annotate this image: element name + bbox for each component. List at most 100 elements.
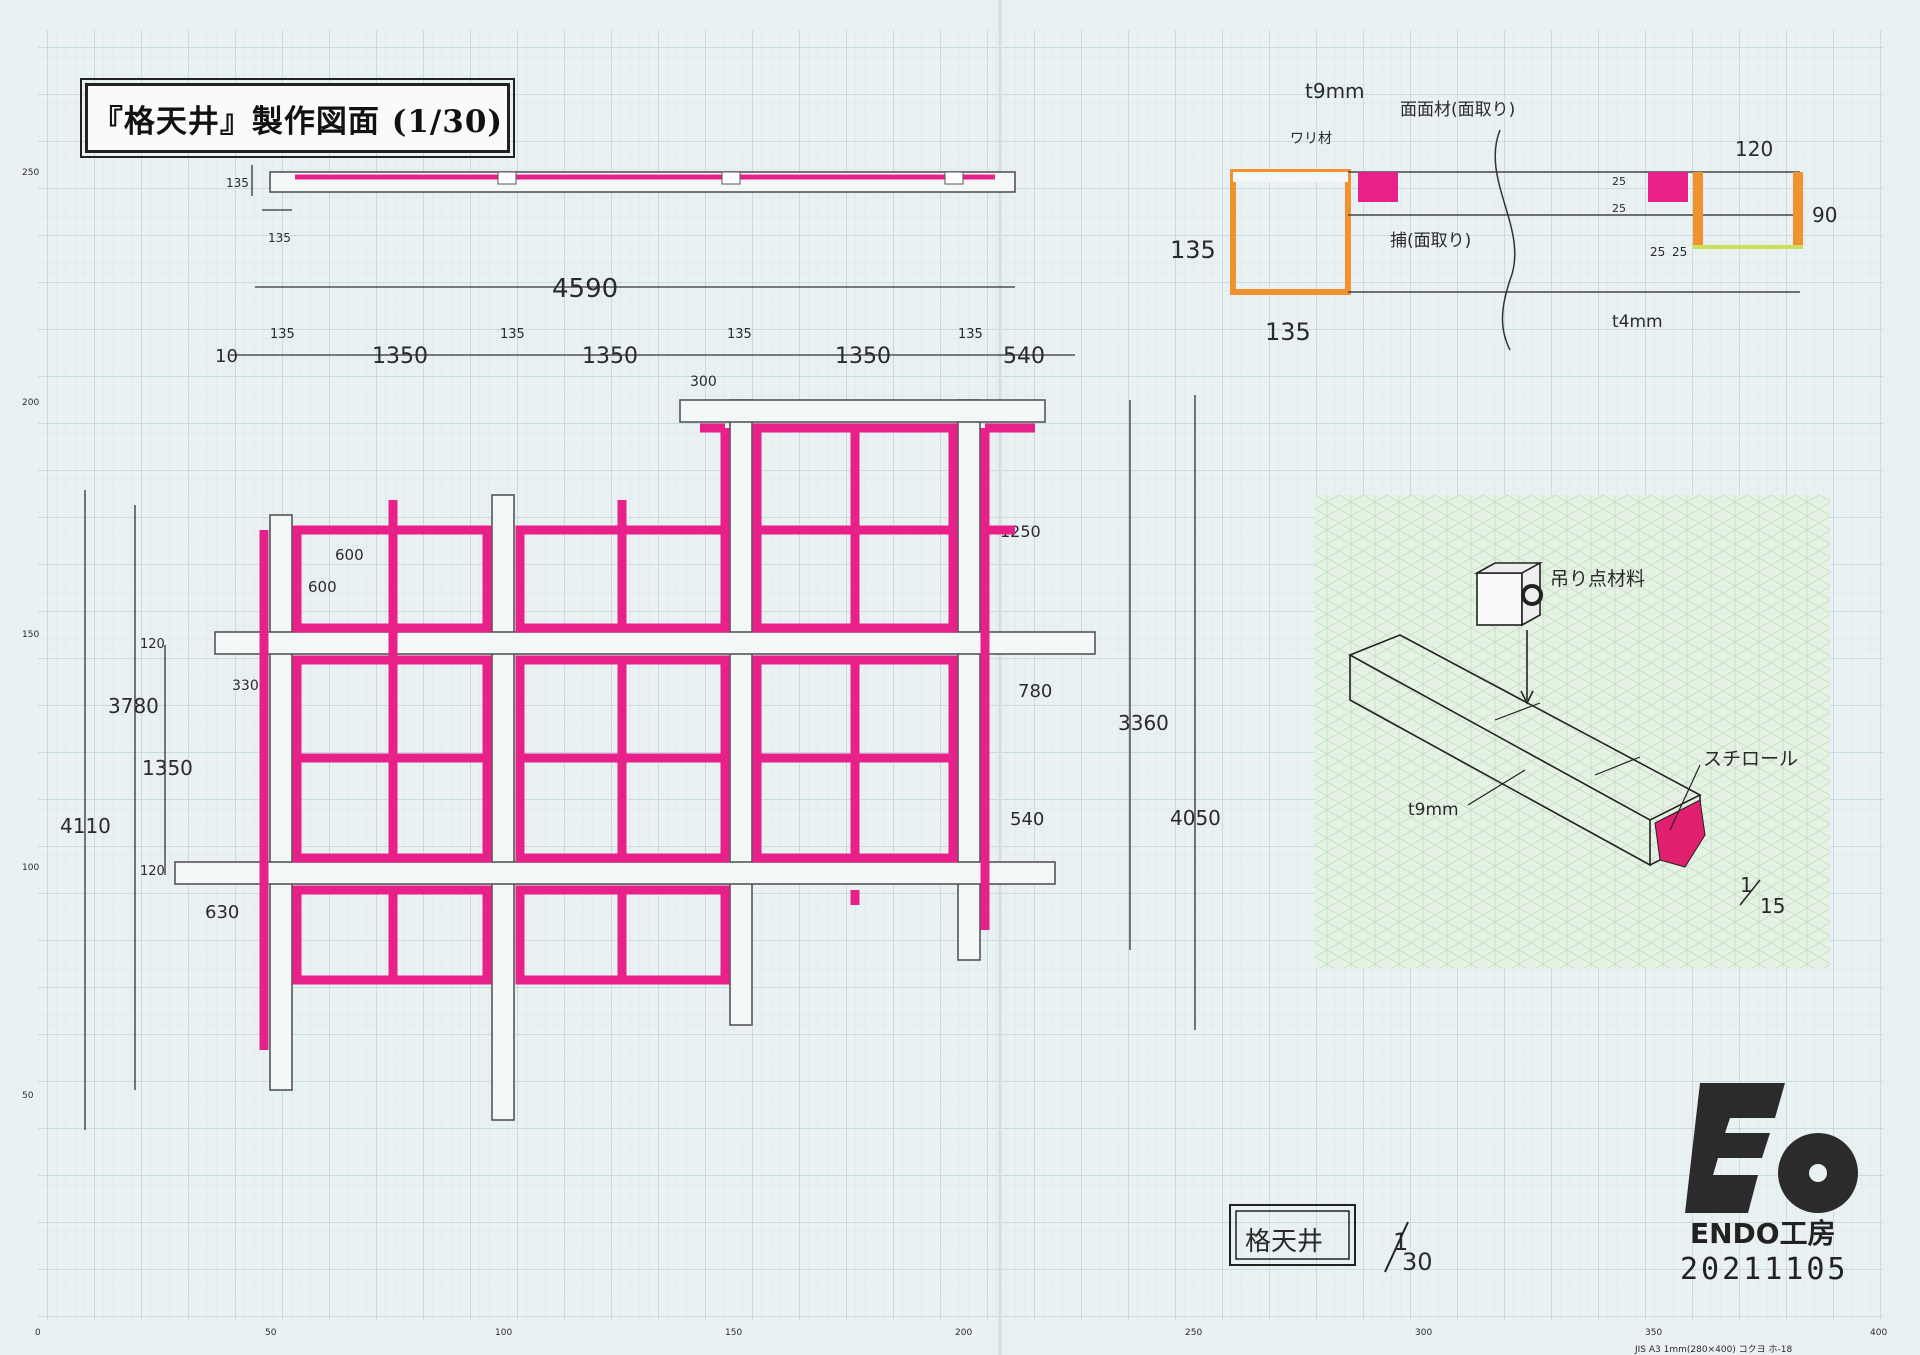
beam-vertical [729, 399, 753, 1026]
trough-side [1349, 655, 1651, 867]
dim-bay-width: 1350 [372, 344, 428, 369]
styrofoam-leader [1669, 764, 1701, 831]
hanger-arrow-head [1520, 690, 1534, 705]
stamp-scale-den: 30 [1402, 1248, 1433, 1276]
drawing-title: 『格天井』製作図面 (1/30) [91, 103, 504, 140]
logo-letter-e [1685, 1083, 1785, 1213]
ruler-label: 400 [1870, 1328, 1887, 1338]
dim-section-height-right: 90 [1812, 203, 1837, 227]
elevation-joint [497, 171, 517, 185]
dim-offset: 300 [690, 374, 717, 390]
section-chamfer-piece [1358, 172, 1398, 202]
dim-overhang: 540 [1003, 344, 1045, 369]
dim-left-offset: 330 [232, 678, 259, 694]
dim-right-height-2: 4050 [1170, 806, 1221, 830]
ruler-label: 0 [35, 1328, 41, 1338]
iso-scale-den: 15 [1760, 894, 1785, 918]
beam-vertical [269, 514, 293, 1091]
isometric-panel: 吊り点材料 スチロール t9mm 1 15 [1315, 495, 1830, 968]
hanger-ring [1521, 584, 1543, 606]
label-men: 面面材(面取り) [1400, 100, 1515, 120]
top-elevation: 135 135 [226, 165, 1016, 245]
hanger-block-side [1473, 561, 1544, 627]
ruler-label: 300 [1415, 1328, 1432, 1338]
brand-name: ENDO工房 [1690, 1217, 1836, 1250]
stamp-scale-slash [1384, 1221, 1409, 1273]
iso-scale-slash [1739, 879, 1761, 906]
trough-divider [1594, 756, 1641, 776]
dim-bay-height: 1350 [142, 756, 193, 780]
paper-ruler: 250 200 150 100 50 [22, 168, 39, 1101]
dim-overall-height-2: 4110 [60, 814, 111, 838]
ruler-label: 200 [22, 398, 39, 408]
thickness-leader [1467, 769, 1526, 806]
label-kakushi: 捕(面取り) [1390, 231, 1471, 251]
ruler-label: 150 [725, 1328, 742, 1338]
section-detail: t9mm ワリ材 面面材(面取り) 捕(面取り) 135 135 25 25 2… [1170, 79, 1837, 351]
dim-right-offset: 540 [1010, 809, 1044, 830]
paper-spec: JIS A3 1mm(280×400) コクヨ ホ-18 [1634, 1344, 1793, 1355]
ruler-label: 200 [955, 1328, 972, 1338]
dim-grid-spacing: 600 [335, 546, 364, 564]
beam-horizontal [174, 861, 1056, 885]
dim-section-height: 135 [1170, 236, 1216, 264]
ruler-label: 50 [22, 1091, 34, 1101]
dim-label: 135 [268, 231, 291, 245]
dim-small: 25 [1672, 245, 1687, 259]
dim-column: 135 [270, 327, 295, 342]
label-waribuchi: ワリ材 [1290, 131, 1332, 147]
label-iso-thickness: t9mm [1408, 800, 1459, 820]
label-hanger: 吊り点材料 [1550, 568, 1645, 590]
plan-dimensions: 4590 135 135 135 135 1350 1350 1350 540 … [60, 274, 1221, 1130]
dim-column: 135 [727, 327, 752, 342]
plan-lattice [259, 423, 1035, 1050]
section-chamfer-piece [1648, 172, 1688, 202]
dim-beam-depth: 120 [140, 637, 165, 652]
elevation-joint [721, 171, 741, 185]
dim-bay-width: 1350 [835, 344, 891, 369]
label-styrofoam: スチロール [1703, 748, 1798, 770]
endo-logo [1685, 1083, 1858, 1213]
section-box-top-open [1233, 172, 1348, 182]
dim-small: 25 [1612, 175, 1626, 188]
dim-left-offset: 630 [205, 902, 239, 923]
trough-divider [1494, 702, 1541, 721]
dim-label: 135 [226, 176, 249, 190]
dim-small: 25 [1650, 245, 1665, 259]
iso-scale-num: 1 [1740, 873, 1753, 897]
ruler-label: 350 [1645, 1328, 1662, 1338]
dim-section-width-right: 120 [1735, 137, 1773, 161]
label-thickness-bottom: t4mm [1612, 312, 1663, 332]
dim-bay-width: 1350 [582, 344, 638, 369]
dim-right-offset: 780 [1018, 681, 1052, 702]
isometric-grid [1315, 495, 1830, 968]
ruler-label: 250 [22, 168, 39, 178]
styrofoam-fill [1654, 799, 1706, 868]
drawing-title-box: 『格天井』製作図面 (1/30) [80, 78, 515, 158]
dim-grid-spacing: 600 [308, 578, 337, 596]
isometric-drawing: 吊り点材料 スチロール t9mm 1 15 [1315, 495, 1830, 968]
hanger-block [1476, 572, 1523, 626]
plan-beams [174, 399, 1096, 1121]
stamp-name: 格天井 [1245, 1227, 1323, 1257]
section-break-line [1494, 129, 1516, 351]
dim-partial: 10 [215, 346, 238, 367]
drawing-date: 20211105 [1680, 1252, 1849, 1287]
dim-overall-width: 4590 [552, 274, 618, 304]
beam-horizontal [679, 399, 1046, 423]
dim-overall-height-1: 3780 [108, 694, 159, 718]
ruler-label: 250 [1185, 1328, 1202, 1338]
dim-right-height-1: 3360 [1118, 711, 1169, 735]
saw-blade-hub [1809, 1164, 1827, 1182]
stamp-box [1229, 1204, 1356, 1266]
ruler-label: 150 [22, 630, 39, 640]
paper-bottom-ruler: 0 50 100 150 200 250 300 350 400 JIS A3 … [35, 1328, 1887, 1355]
ruler-label: 100 [22, 863, 39, 873]
dim-beam-depth: 120 [140, 864, 165, 879]
dim-small: 25 [1612, 202, 1626, 215]
label-thickness-top: t9mm [1305, 79, 1365, 103]
elevation-joint [944, 171, 964, 185]
ruler-label: 50 [265, 1328, 277, 1338]
dim-column: 135 [500, 327, 525, 342]
beam-vertical [491, 494, 515, 1121]
